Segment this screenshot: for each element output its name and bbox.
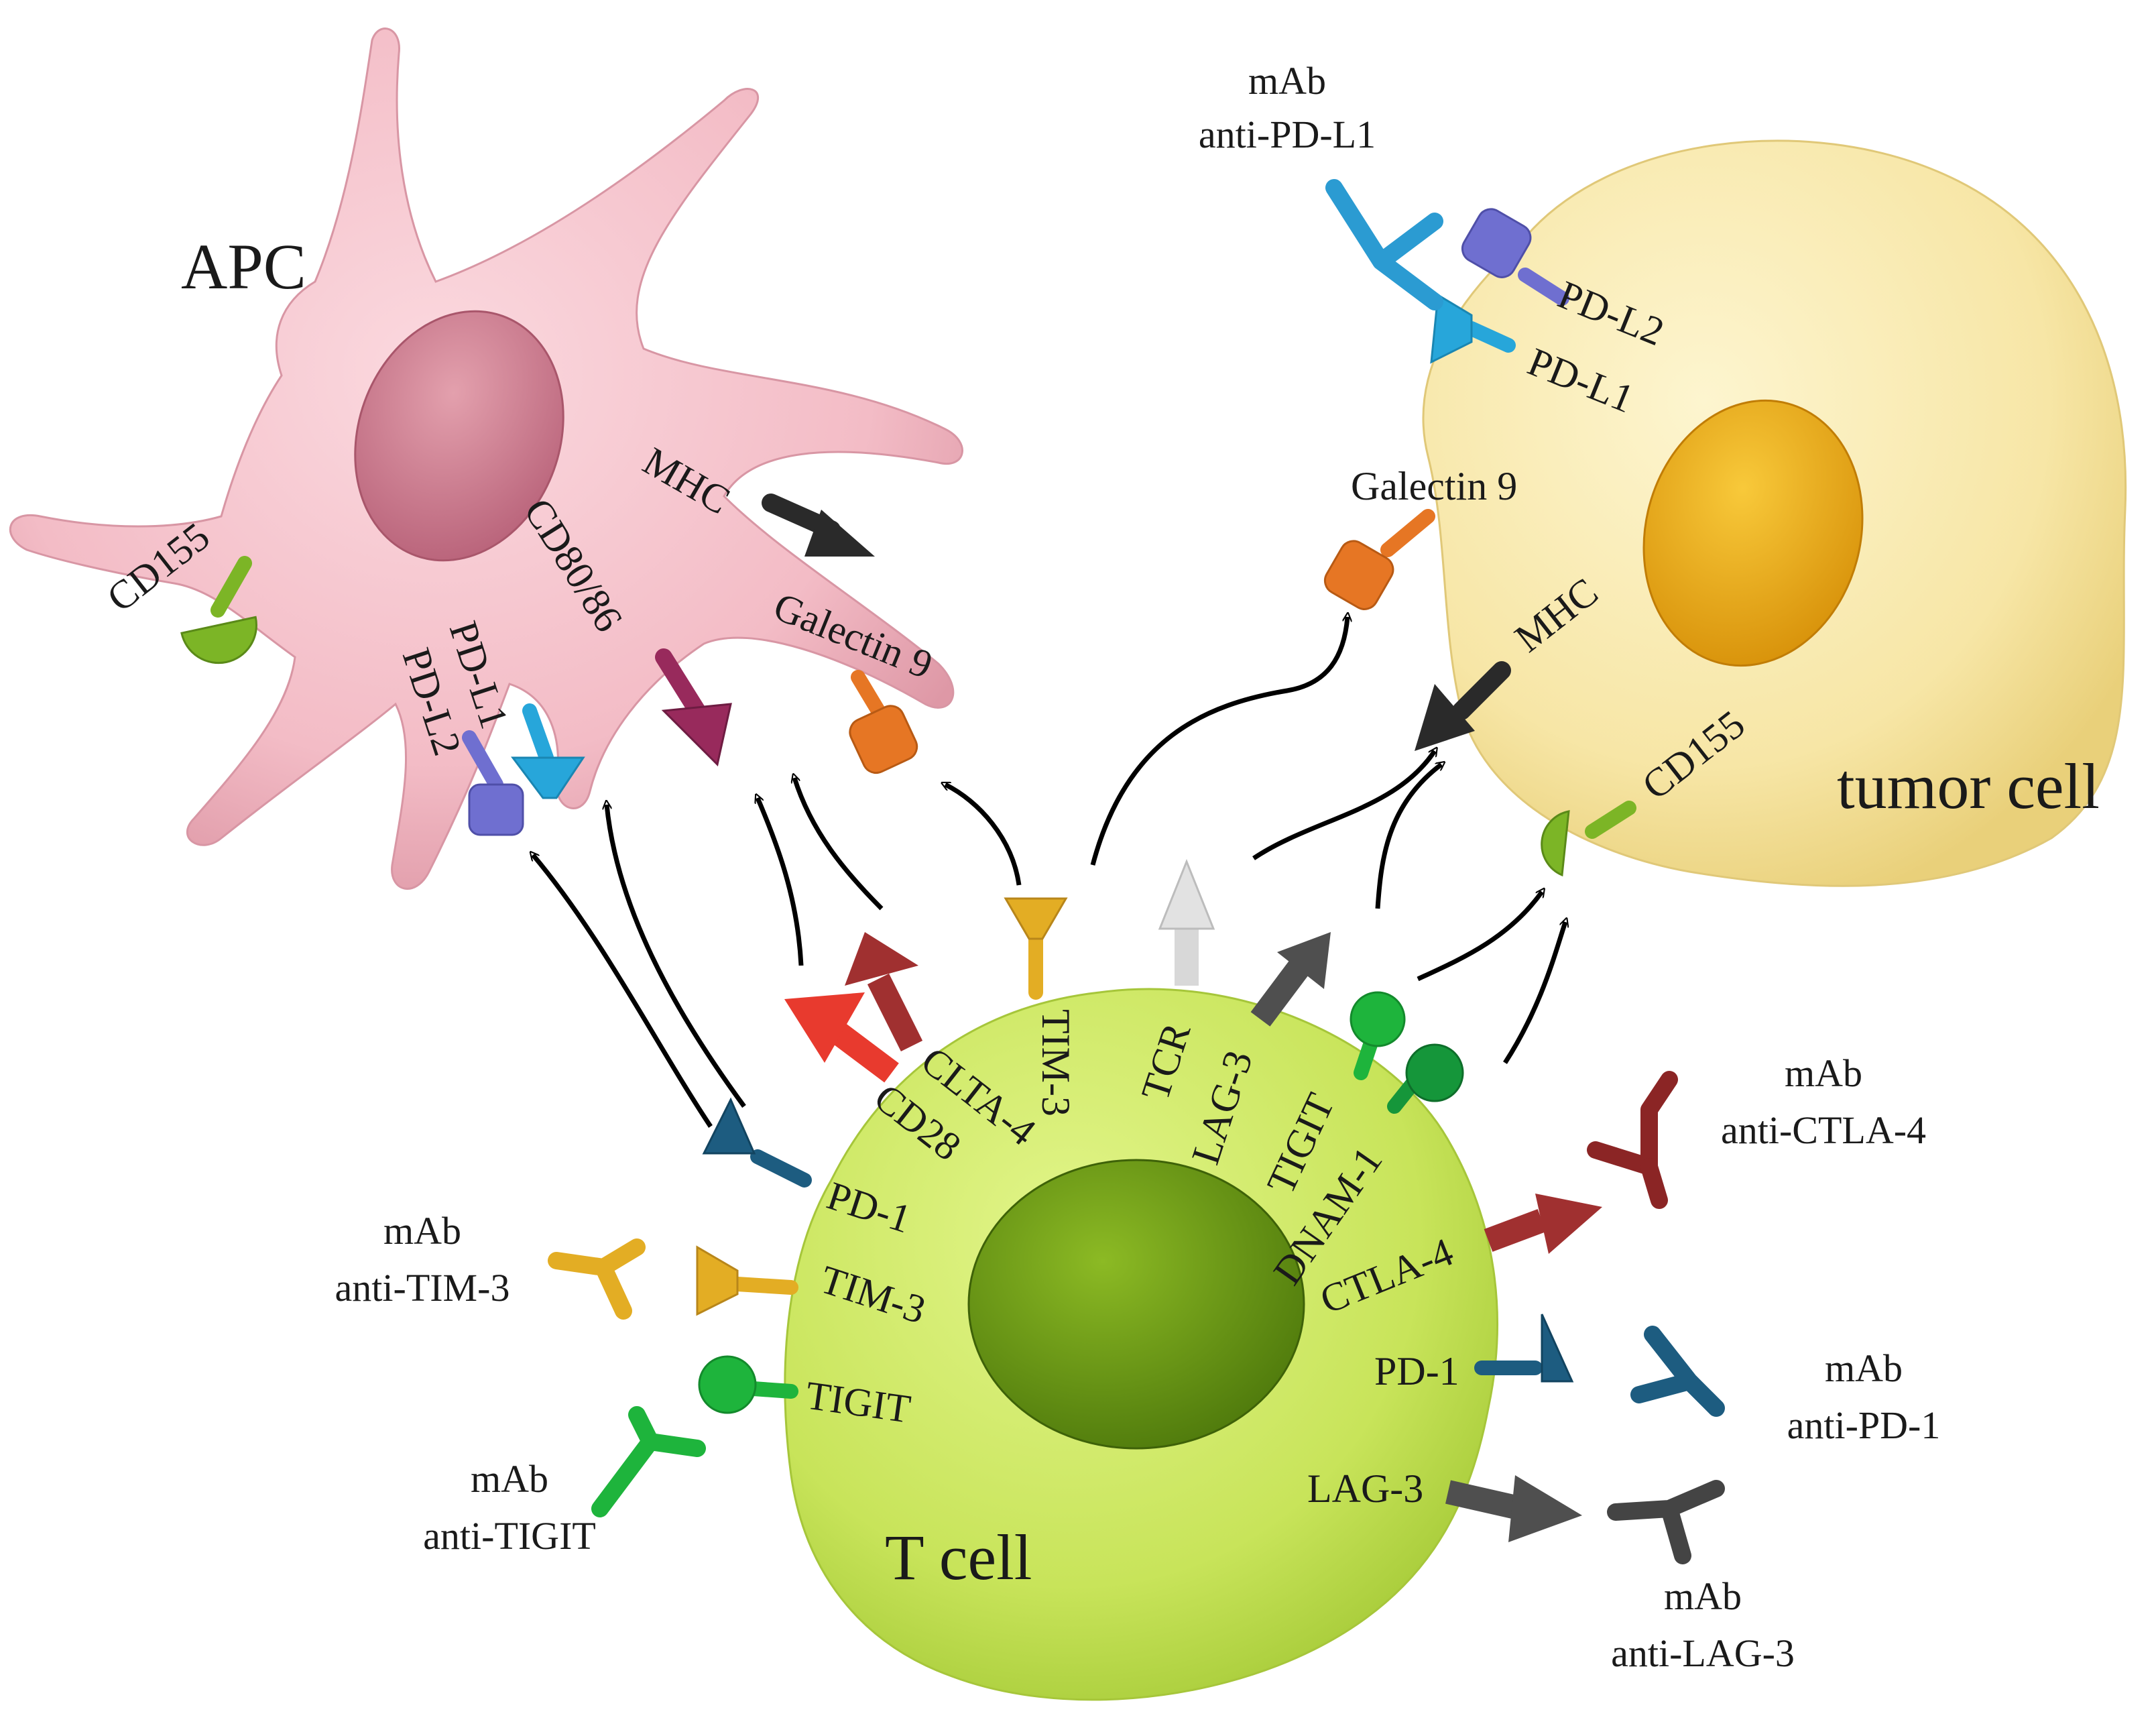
tcell-tim3-top-receptor	[1004, 897, 1068, 1000]
apc-cd155-receptor	[180, 556, 257, 664]
arrow-tcr-to-mhc	[1252, 751, 1435, 860]
antibody-anti-tigit-line2: anti-TIGIT	[423, 1514, 596, 1558]
arrow-tim3-to-galectin9-tumor	[1090, 617, 1348, 866]
tcell-tigit-top-receptor	[1350, 991, 1406, 1080]
apc-cd80-86-receptor	[655, 648, 732, 766]
antibody-anti-ctla4-line1: mAb	[1785, 1051, 1862, 1095]
t-cell-nucleus	[967, 1159, 1305, 1450]
tcell-label-tim3-top: TIM-3	[1034, 1009, 1078, 1116]
tumor-title: tumor cell	[1837, 750, 2100, 822]
t-cell-title: T cell	[885, 1521, 1032, 1593]
apc-galectin9-receptor	[849, 670, 918, 774]
apc-title: APC	[181, 231, 306, 302]
antibody-anti-tim3: mAb anti-TIM-3	[335, 1209, 646, 1320]
tcell-tigit-left-receptor	[698, 1355, 798, 1414]
tcell-clta4-top-receptor	[845, 932, 923, 1052]
tcell-lag3-top-receptor	[1250, 932, 1331, 1027]
apc-pdl2-receptor	[462, 730, 524, 836]
tumor-pdl1-receptor	[1430, 293, 1516, 364]
interaction-arrows	[533, 617, 1565, 1128]
antibody-anti-ctla4-line2: anti-CTLA-4	[1721, 1108, 1926, 1152]
antibody-anti-pd1: mAb anti-PD-1	[1630, 1326, 1941, 1447]
tumor-mhc-receptor	[1415, 661, 1511, 751]
antibody-anti-pd1-line2: anti-PD-1	[1787, 1403, 1941, 1447]
tcell-pd1-right-receptor	[1474, 1314, 1574, 1383]
antibody-anti-pdl1-line2: anti-PD-L1	[1199, 113, 1376, 156]
tcell-pd1-left-receptor	[702, 1097, 812, 1188]
antibody-anti-pd1-line1: mAb	[1825, 1346, 1903, 1390]
tcell-label-pd1-right: PD-1	[1374, 1349, 1459, 1393]
antibody-anti-pdl1: mAb anti-PD-L1	[1199, 59, 1443, 310]
tumor-pdl2-receptor	[1461, 208, 1569, 306]
antibody-anti-lag3-line2: anti-LAG-3	[1611, 1631, 1795, 1675]
tcell-tcr-receptor	[1158, 858, 1215, 986]
arrow-cd28-to-cd80	[758, 798, 804, 966]
arrow-lag3-to-mhc	[1375, 764, 1441, 909]
arrow-tigit-to-cd155	[1417, 892, 1542, 982]
apc-nucleus	[354, 310, 564, 562]
tumor-cd155-receptor	[1541, 801, 1636, 877]
antibody-anti-tim3-line2: anti-TIM-3	[335, 1266, 510, 1310]
tcell-ctla4-right-receptor	[1484, 1194, 1602, 1254]
antibody-anti-ctla4: mAb anti-CTLA-4	[1587, 1051, 1926, 1209]
tumor-cell: tumor cell	[1422, 139, 2127, 887]
arrow-pd1-to-pdl2	[533, 855, 713, 1128]
tcell-dnam1-receptor	[1387, 1043, 1464, 1114]
apc-cell: APC	[9, 27, 963, 890]
arrow-ctla4-to-cd80	[794, 778, 884, 911]
arrow-pd1-to-pdl1	[607, 805, 746, 1108]
tumor-nucleus	[1642, 399, 1864, 667]
antibody-anti-tigit: mAb anti-TIGIT	[423, 1406, 706, 1558]
arrow-dnam1-to-cd155	[1503, 922, 1565, 1064]
apc-mhc-receptor	[762, 494, 875, 557]
arrow-tim3-to-galectin9-apc	[945, 785, 1022, 886]
tcell-lag3-right-receptor	[1445, 1475, 1582, 1542]
antibody-anti-tigit-line1: mAb	[471, 1457, 548, 1501]
antibody-anti-tim3-line1: mAb	[383, 1209, 461, 1253]
antibody-anti-lag3-line1: mAb	[1664, 1574, 1742, 1618]
tumor-galectin9-receptor	[1323, 509, 1435, 610]
antibody-anti-lag3: mAb anti-LAG-3	[1607, 1480, 1795, 1675]
tumor-label-galectin9: Galectin 9	[1351, 464, 1517, 508]
tcell-cd28-receptor	[784, 992, 899, 1083]
tcell-tim3-left-receptor	[696, 1245, 798, 1316]
antibody-anti-pdl1-line1: mAb	[1248, 59, 1326, 103]
apc-pdl1-receptor	[511, 703, 585, 799]
t-cell: T cell	[784, 988, 1498, 1701]
tcell-label-lag3-right: LAG-3	[1307, 1466, 1423, 1511]
